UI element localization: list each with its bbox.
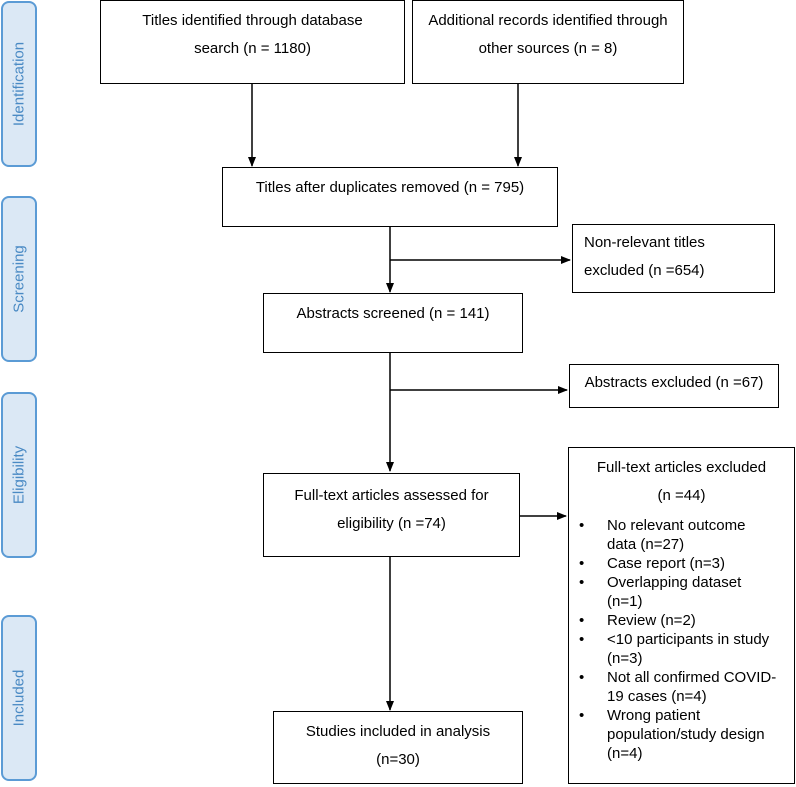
phase-label: Included xyxy=(10,669,28,727)
box-text-line: Studies included in analysis xyxy=(305,723,491,740)
phase-included: Included xyxy=(1,615,37,781)
box-other-sources: Additional records identified through ot… xyxy=(412,0,684,84)
phase-screening: Screening xyxy=(1,196,37,362)
phase-eligibility: Eligibility xyxy=(1,392,37,558)
box-studies-included: Studies included in analysis (n=30) xyxy=(273,711,523,784)
reason-line: Review (n=2) xyxy=(607,612,696,629)
phase-label: Screening xyxy=(10,245,28,313)
excluded-count: (n =44) xyxy=(657,487,706,504)
excluded-title: Full-text articles excluded xyxy=(596,459,767,476)
reason-line: Case report (n=3) xyxy=(607,555,725,572)
reason-line: (n=4) xyxy=(607,745,643,762)
reason-line: (n=1) xyxy=(607,593,643,610)
reason-line: <10 participants in study xyxy=(607,631,770,648)
exclusion-reason: Not all confirmed COVID- 19 cases (n=4) xyxy=(569,668,794,706)
reason-line: Wrong patient xyxy=(607,707,701,724)
box-text-line: Abstracts screened (n = 141) xyxy=(296,305,490,322)
box-text-line: Additional records identified through xyxy=(428,12,668,29)
phase-label: Identification xyxy=(10,41,28,127)
box-text-line: Full-text articles assessed for xyxy=(294,487,489,504)
box-fulltext-excluded: Full-text articles excluded (n =44) No r… xyxy=(568,447,795,784)
box-fulltext-assessed: Full-text articles assessed for eligibil… xyxy=(263,473,520,557)
phase-identification: Identification xyxy=(1,1,37,167)
exclusion-reason: Review (n=2) xyxy=(569,611,794,630)
box-abstracts-screened: Abstracts screened (n = 141) xyxy=(263,293,523,353)
box-text-line: Abstracts excluded (n =67) xyxy=(584,374,764,391)
reason-line: data (n=27) xyxy=(607,536,685,553)
box-text-line: (n=30) xyxy=(376,751,420,768)
reason-line: No relevant outcome xyxy=(607,517,746,534)
reason-line: (n=3) xyxy=(607,650,643,667)
exclusion-reason: No relevant outcome data (n=27) xyxy=(569,516,794,554)
reason-line: Not all confirmed COVID- xyxy=(607,669,777,686)
box-text-line: Titles after duplicates removed (n = 795… xyxy=(255,179,525,196)
box-text-line: other sources (n = 8) xyxy=(478,40,618,57)
box-abstracts-excluded: Abstracts excluded (n =67) xyxy=(569,364,779,408)
exclusion-reason: Wrong patient population/study design (n… xyxy=(569,706,794,763)
exclusion-reasons-list: No relevant outcome data (n=27) Case rep… xyxy=(569,516,794,763)
box-text-line: excluded (n =654) xyxy=(584,262,705,279)
reason-line: 19 cases (n=4) xyxy=(607,688,707,705)
phase-label: Eligibility xyxy=(10,445,28,505)
exclusion-reason: Case report (n=3) xyxy=(569,554,794,573)
reason-line: population/study design xyxy=(607,726,765,743)
box-text-line: search (n = 1180) xyxy=(194,40,311,57)
exclusion-reason: <10 participants in study (n=3) xyxy=(569,630,794,668)
box-database-search: Titles identified through database searc… xyxy=(100,0,405,84)
box-duplicates-removed: Titles after duplicates removed (n = 795… xyxy=(222,167,558,227)
box-nonrelevant-excluded: Non-relevant titles excluded (n =654) xyxy=(572,224,775,293)
exclusion-reason: Overlapping dataset (n=1) xyxy=(569,573,794,611)
box-text-line: Non-relevant titles xyxy=(584,234,705,251)
box-text-line: Titles identified through database xyxy=(142,12,363,29)
reason-line: Overlapping dataset xyxy=(607,574,742,591)
box-text-line: eligibility (n =74) xyxy=(337,515,446,532)
